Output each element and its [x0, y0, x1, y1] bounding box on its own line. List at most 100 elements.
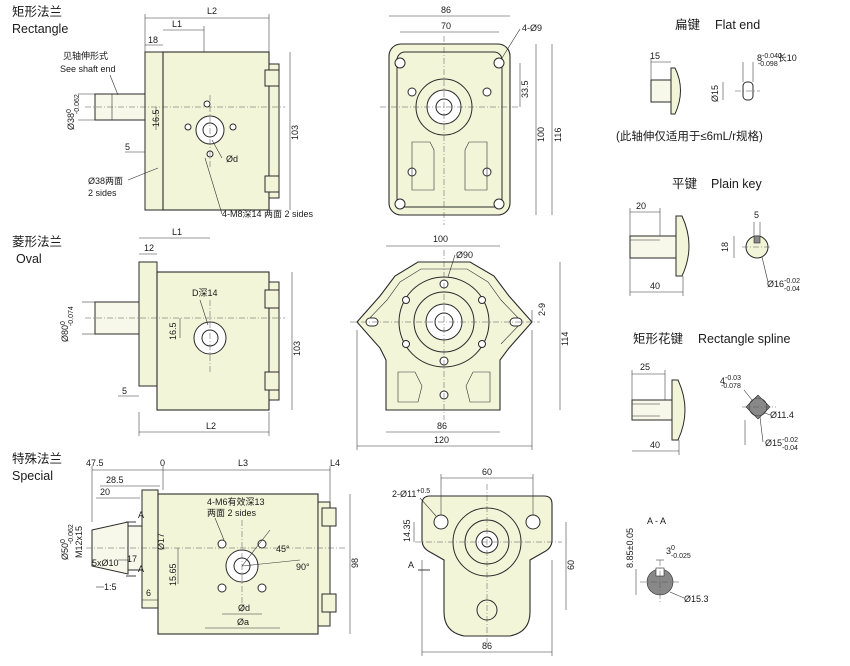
special-dim-17: 17 [127, 554, 137, 564]
rect-note-both-cn: Ø38两面 [88, 176, 123, 186]
oval-front-view [350, 250, 540, 420]
flat-end-title-cn: 扁键 [675, 18, 701, 32]
section-aa-3: 30-0.025 [666, 545, 691, 560]
special-holes: 4-M6有效深13 [207, 496, 265, 507]
flat-end-note: (此轴伸仅适用于≤6mL/r规格) [616, 129, 763, 143]
spline-40: 40 [650, 440, 660, 450]
rect-front-70: 70 [441, 21, 451, 31]
special-dim-m12: M12x15 [74, 526, 84, 558]
special-title-cn: 特殊法兰 [12, 451, 62, 466]
special-dim-5x10: 5xØ10 [92, 558, 119, 568]
spline-25: 25 [640, 362, 650, 372]
section-aa-title: A - A [647, 516, 666, 526]
special-dim-od: Ød [238, 603, 250, 613]
oval-front-dims: 100 Ø90 2-9 114 86 120 [356, 234, 570, 450]
oval-front-114: 114 [560, 332, 570, 346]
special-dim-98: 98 [350, 558, 360, 568]
rect-dim-L1: L1 [172, 19, 182, 29]
special-front-60-right: 60 [566, 560, 576, 570]
special-title-en: Special [12, 469, 53, 483]
plain-key-5: 5 [754, 210, 759, 220]
special-dim-47-5: 47.5 [86, 458, 104, 468]
plain-key-title-cn: 平键 [672, 177, 698, 191]
special-dim-L3: L3 [238, 458, 248, 468]
special-front-14-35: 14.35 [402, 519, 412, 542]
spline-title-en: Rectangle spline [698, 332, 790, 346]
oval-title-en: Oval [16, 252, 42, 266]
special-front-view [415, 484, 562, 645]
special-dim-45: 45° [276, 544, 290, 554]
special-front-60-top: 60 [482, 467, 492, 477]
rectangle-title-en: Rectangle [12, 22, 68, 36]
flat-end-key8: 8-0.040-0.098长10 [757, 52, 797, 68]
flat-end-title-en: Flat end [715, 18, 760, 32]
special-dim-dia50: Ø500-0.062 [60, 524, 75, 560]
section-aa-dia15-3: Ø15.3 [684, 594, 709, 604]
rect-note-thread: 4-M8深14 两面 2 sides [222, 209, 314, 219]
special-dim-28-5: 28.5 [106, 475, 124, 485]
plain-key-20: 20 [636, 201, 646, 211]
oval-dim-L1: L1 [172, 227, 182, 237]
special-dim-oa: Øa [237, 617, 249, 627]
special-section-a-bottom: A [138, 564, 144, 574]
flat-end-detail: 扁键 Flat end 15 8-0.040-0.098长10 Ø15 (此轴伸… [616, 18, 797, 143]
oval-dim-depth: D深14 [192, 288, 218, 298]
oval-dim-12: 12 [144, 243, 154, 253]
rectangle-title-cn: 矩形法兰 [12, 5, 62, 19]
plain-key-40: 40 [650, 281, 660, 291]
rectangle-front-dims: 86 70 4-Ø9 33.5 100 116 [389, 5, 563, 215]
rect-dim-L2: L2 [207, 6, 217, 16]
rect-front-116: 116 [553, 128, 563, 142]
oval-dim-16-5: 16.5 [168, 322, 178, 340]
spline-title-cn: 矩形花键 [633, 331, 684, 346]
special-front-holes: 2-Ø11+0.5 [392, 488, 430, 499]
oval-front-2-9: 2-9 [537, 303, 547, 316]
rect-dim-dia38: Ø380-0.062 [66, 94, 81, 130]
flat-end-dia15: Ø15 [710, 85, 720, 102]
special-front-section-a: A [408, 560, 414, 570]
special-side-view [86, 489, 345, 635]
section-aa-detail: A - A 8.85±0.05 30-0.025 Ø15.3 [625, 516, 709, 604]
oval-dim-L2: L2 [206, 421, 216, 431]
rect-note-both-en: 2 sides [88, 188, 117, 198]
special-section-a-top: A [138, 510, 144, 520]
oval-front-86: 86 [437, 421, 447, 431]
rect-note-cn: 见轴伸形式 [63, 50, 108, 61]
rectangle-side-view [85, 51, 285, 211]
oval-dim-dia80: Ø800-0.074 [60, 306, 75, 342]
plain-key-detail: 平键 Plain key 20 40 5 18 Ø16-0.02-0.04 [629, 177, 800, 296]
oval-front-120: 120 [434, 435, 449, 445]
spline-dia15: Ø15-0.02-0.04 [765, 437, 798, 452]
rect-dim-18: 18 [148, 35, 158, 45]
rect-note-en: See shaft end [60, 64, 116, 74]
special-front-dims: 60 2-Ø11+0.5 14.35 A 60 86 [392, 467, 576, 656]
special-dim-taper: 1:5 [104, 582, 117, 592]
plain-key-dia16: Ø16-0.02-0.04 [767, 278, 800, 293]
oval-front-dia90: Ø90 [456, 250, 473, 260]
spline-dia11-4: Ø11.4 [770, 410, 794, 420]
rectangle-side-dims: L2 L1 18 见轴伸形式 See shaft end Ø380-0.062 … [60, 6, 314, 219]
rect-front-holes: 4-Ø9 [522, 23, 542, 33]
oval-front-100: 100 [433, 234, 448, 244]
special-dim-90: 90° [296, 562, 310, 572]
special-dim-20: 20 [100, 487, 110, 497]
special-dim-L4: L4 [330, 458, 340, 468]
spline-4: 4-0.03-0.078 [720, 375, 741, 390]
rectangle-spline-detail: 矩形花键 Rectangle spline 25 40 4-0.03-0.078… [631, 331, 798, 455]
rectangle-front-view [380, 36, 520, 225]
special-dim-6: 6 [146, 588, 151, 598]
special-side-dims: 47.5 0 L3 L4 28.5 20 4-M6有效深13 两面 2 side… [60, 458, 360, 634]
section-aa-8-85: 8.85±0.05 [625, 528, 635, 568]
rect-dim-103: 103 [290, 125, 300, 140]
rect-label-dd: Ød [226, 154, 238, 164]
oval-side-dims: L1 12 Ø800-0.074 D深14 16.5 103 5 L2 [60, 227, 302, 436]
flat-end-15: 15 [650, 51, 660, 61]
special-holes2: 两面 2 sides [207, 508, 257, 518]
oval-dim-5: 5 [122, 386, 127, 396]
oval-side-view [85, 261, 285, 411]
rect-front-100: 100 [536, 127, 546, 142]
rect-front-86: 86 [441, 5, 451, 15]
oval-title-cn: 菱形法兰 [12, 235, 62, 249]
special-dim-0: 0 [160, 458, 165, 468]
